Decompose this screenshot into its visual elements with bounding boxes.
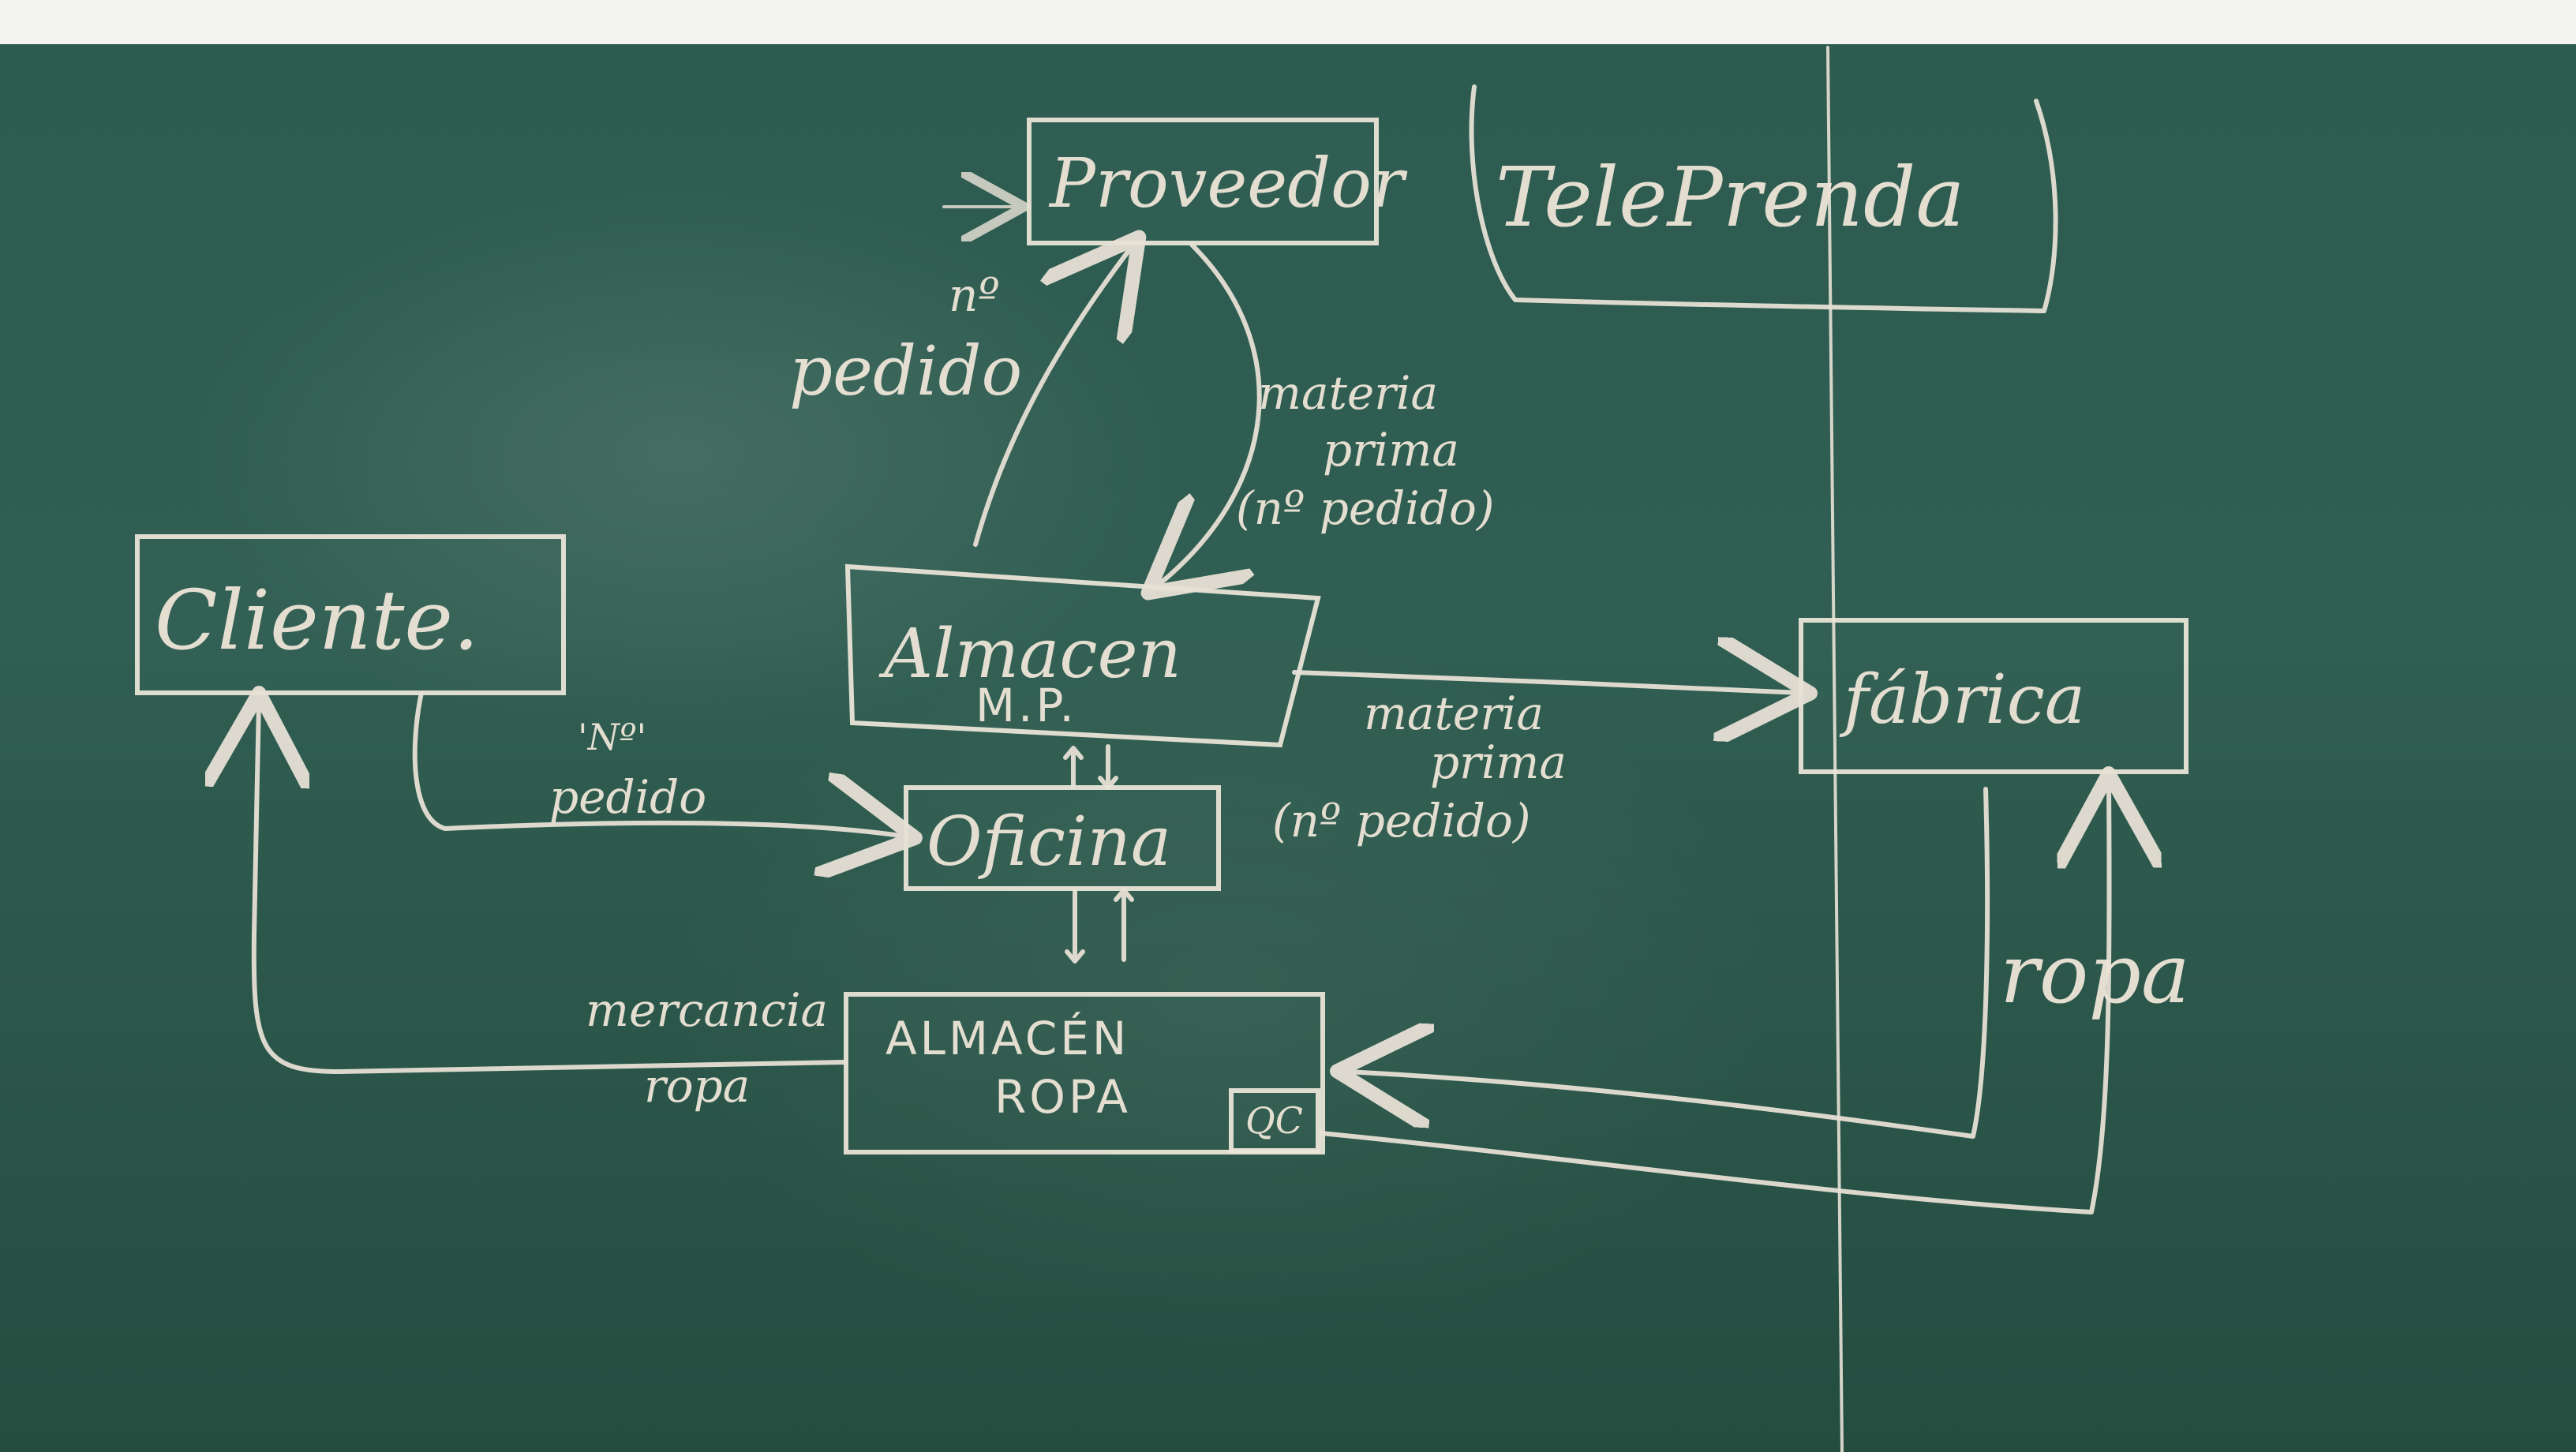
mercancia-label: mercancia [586, 983, 828, 1037]
cliente-pedido-label-line-1: 'Nº' [578, 716, 646, 758]
ropa-under-mercancia-label: ropa [644, 1059, 750, 1113]
materia-prima-to-almacen-arrow [1155, 242, 1262, 587]
almacen-mp-to-fabrica-arrow [1292, 672, 1801, 693]
oficina-almacen-ropa-bidirectional-arrows [1065, 888, 1134, 964]
cliente-box [135, 534, 566, 695]
pedido-arrow-label-line-2: pedido [789, 332, 1022, 411]
proveedor-box [1027, 118, 1379, 245]
almacen-ropa-subtitle: ROPA [994, 1070, 1131, 1124]
proveedor-label: Proveedor [1048, 144, 1408, 223]
ropa-flow-label: ropa [2000, 926, 2190, 1022]
almacen-mp-oficina-bidirectional-arrows [1063, 744, 1118, 790]
cliente-to-oficina-arrow [412, 690, 906, 836]
almacen-ropa-to-fabrica-return-arrow [1319, 783, 2110, 1214]
materia-prima-in-label-line-2: prima [1323, 423, 1459, 477]
title-bracket [1469, 84, 2058, 313]
materia-prima-fabrica-label-line-2: prima [1430, 735, 1567, 789]
almacen-ropa-to-cliente-arrow [254, 702, 847, 1074]
pedido-to-proveedor-arrow [973, 245, 1133, 547]
cliente-label: Cliente. [155, 572, 479, 668]
fabrica-label: fábrica [1839, 661, 2085, 739]
materia-prima-fabrica-label-line-3: (nº pedido) [1272, 794, 1531, 848]
materia-prima-in-label-line-1: materia [1258, 366, 1438, 420]
almacen-ropa-box [844, 992, 1325, 1154]
materia-prima-in-label-line-3: (nº pedido) [1236, 481, 1495, 535]
almacen-mp-subtitle: M.P. [975, 679, 1077, 732]
pedido-arrow-label-line-1: nº [949, 268, 1000, 322]
board-divider-line [1826, 46, 1844, 1452]
cliente-pedido-label-line-2: pedido [549, 770, 706, 824]
fabrica-to-almacen-ropa-arrow [1346, 787, 1990, 1139]
chalkboard [0, 44, 2576, 1452]
qc-box [1229, 1088, 1320, 1153]
materia-prima-fabrica-label-line-1: materia [1364, 687, 1544, 740]
almacen-ropa-title: ALMACÉN [886, 1011, 1129, 1065]
teleprenda-title: TelePrenda [1496, 149, 1964, 245]
qc-label: QC [1245, 1099, 1303, 1142]
almacen-mp-title: Almacen [878, 615, 1181, 694]
oficina-label: Oficina [927, 803, 1171, 881]
